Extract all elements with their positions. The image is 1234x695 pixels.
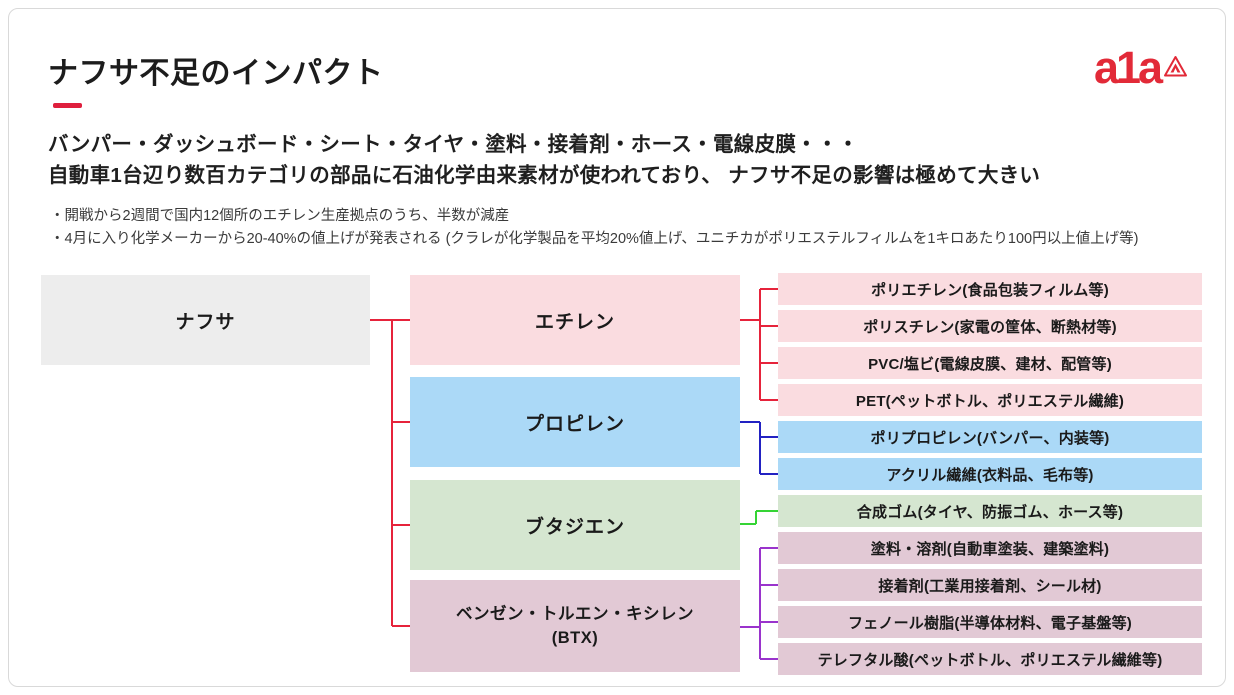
page-title: ナフサ不足のインパクト [48,57,384,90]
ethylene-box: エチレン [410,275,740,365]
product-label: PVC/塩ビ(電線皮膜、建材、配管等) [868,355,1112,373]
product-label: アクリル繊維(衣料品、毛布等) [886,466,1094,484]
product-label: ポリプロピレン(バンパー、内装等) [870,429,1110,447]
product-box-pvc: PVC/塩ビ(電線皮膜、建材、配管等) [778,347,1202,379]
naphtha-box: ナフサ [41,275,370,365]
product-box-polystyrene: ポリスチレン(家電の筐体、断熱材等) [778,310,1202,342]
product-box-terephthalic-acid: テレフタル酸(ペットボトル、ポリエステル繊維等) [778,643,1202,675]
product-box-polyethylene: ポリエチレン(食品包装フィルム等) [778,273,1202,305]
product-box-phenol-resin: フェノール樹脂(半導体材料、電子基盤等) [778,606,1202,638]
product-label: PET(ペットボトル、ポリエステル繊維) [855,392,1125,410]
product-label: 合成ゴム(タイヤ、防振ゴム、ホース等) [856,503,1124,521]
product-label: 塗料・溶剤(自動車塗装、建築塗料) [870,540,1110,558]
product-label: フェノール樹脂(半導体材料、電子基盤等) [848,614,1132,632]
product-box-acrylic-fiber: アクリル繊維(衣料品、毛布等) [778,458,1202,490]
title-accent-dash [53,103,82,108]
butadiene-box: ブタジエン [410,480,740,570]
ethylene-label: エチレン [534,311,615,333]
note-bullet-1: ・開戦から2週間で国内12個所のエチレン生産拠点のうち、半数が減産 [50,208,510,224]
propylene-label: プロピレン [524,413,625,435]
product-box-adhesive: 接着剤(工業用接着剤、シール材) [778,569,1202,601]
naphtha-label: ナフサ [175,311,236,333]
btx-box: ベンゼン・トルエン・キシレン (BTX) [410,580,740,672]
btx-label-line2: (BTX) [551,629,599,647]
product-box-paint-solvent: 塗料・溶剤(自動車塗装、建築塗料) [778,532,1202,564]
product-box-polypropylene: ポリプロピレン(バンパー、内装等) [778,421,1202,453]
product-label: ポリスチレン(家電の筐体、断熱材等) [863,318,1117,336]
subtitle-line-1: バンパー・ダッシュボード・シート・タイヤ・塗料・接着剤・ホース・電線皮膜・・・ [48,133,859,156]
brand-logo-text: a1a [1094,42,1163,93]
btx-label-line1: ベンゼン・トルエン・キシレン [456,605,694,623]
product-label: 接着剤(工業用接着剤、シール材) [878,577,1102,595]
product-label: ポリエチレン(食品包装フィルム等) [871,281,1109,299]
product-box-pet: PET(ペットボトル、ポリエステル繊維) [778,384,1202,416]
product-box-synthetic-rubber: 合成ゴム(タイヤ、防振ゴム、ホース等) [778,495,1202,527]
logo-triangle-icon [1164,56,1188,77]
note-bullet-2: ・4月に入り化学メーカーから20-40%の値上げが発表される (クラレが化学製品… [50,231,1139,247]
butadiene-label: ブタジエン [524,516,625,538]
propylene-box: プロピレン [410,377,740,467]
product-label: テレフタル酸(ペットボトル、ポリエステル繊維等) [817,651,1163,669]
subtitle-line-2: 自動車1台辺り数百カテゴリの部品に石油化学由来素材が使われており、 ナフサ不足の… [48,164,1041,187]
brand-logo: a1a [1094,42,1188,93]
